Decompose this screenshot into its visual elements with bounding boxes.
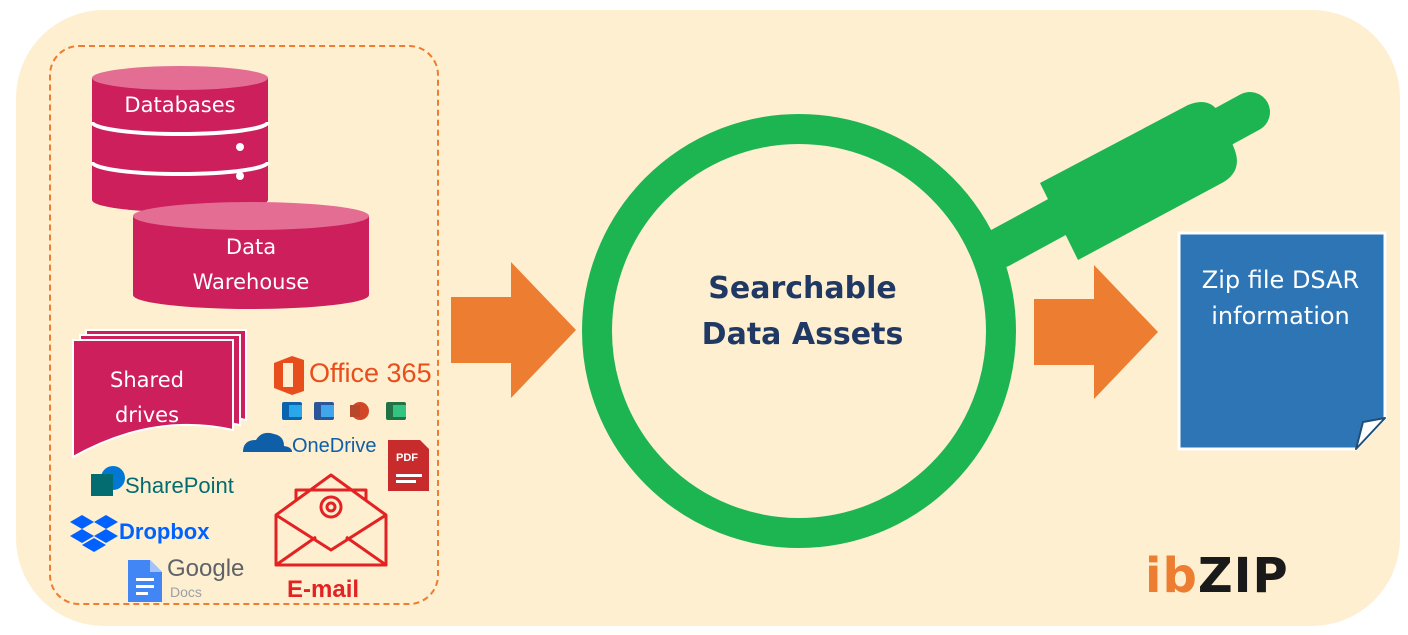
magnifier-icon xyxy=(582,92,1270,548)
data-warehouse-label: Data Warehouse xyxy=(192,235,310,294)
pdf-icon xyxy=(388,440,429,491)
excel-icon xyxy=(386,402,406,420)
onedrive-cloud-icon xyxy=(243,432,292,452)
sharepoint-icon xyxy=(91,466,125,496)
onedrive-label: OneDrive xyxy=(292,435,377,457)
word-icon xyxy=(314,402,334,420)
office365-icon xyxy=(274,356,304,395)
dropbox-icon xyxy=(70,515,118,552)
outlook-icon xyxy=(282,402,302,420)
powerpoint-icon xyxy=(350,402,369,420)
shared-drives-label: Shared drives xyxy=(110,368,184,427)
email-label: E-mail xyxy=(287,576,360,603)
ibzip-brand: ibZIP xyxy=(1145,548,1289,604)
google-docs-label: Docs xyxy=(170,584,202,600)
zip-document-icon xyxy=(1177,231,1387,451)
arrow-to-search xyxy=(451,262,576,398)
brand-suffix: ZIP xyxy=(1197,548,1289,604)
pdf-label: PDF xyxy=(396,452,418,464)
searchable-data-assets-label: Searchable Data Assets xyxy=(701,271,904,352)
shared-drives-icon xyxy=(72,329,247,459)
sharepoint-label: SharePoint xyxy=(125,473,234,498)
arrow-to-output xyxy=(1034,265,1158,399)
brand-prefix: ib xyxy=(1145,548,1198,604)
email-icon xyxy=(274,473,388,567)
data-sources-group xyxy=(49,45,439,605)
office365-label: Office 365 xyxy=(309,358,432,388)
databases-label: Databases xyxy=(124,93,236,117)
zip-file-label: Zip file DSAR information xyxy=(1201,266,1360,330)
dropbox-label: Dropbox xyxy=(119,519,210,544)
data-warehouse-icon xyxy=(133,202,369,309)
google-label: Google xyxy=(167,555,245,582)
databases-icon xyxy=(90,66,270,212)
google-docs-icon xyxy=(128,560,162,602)
